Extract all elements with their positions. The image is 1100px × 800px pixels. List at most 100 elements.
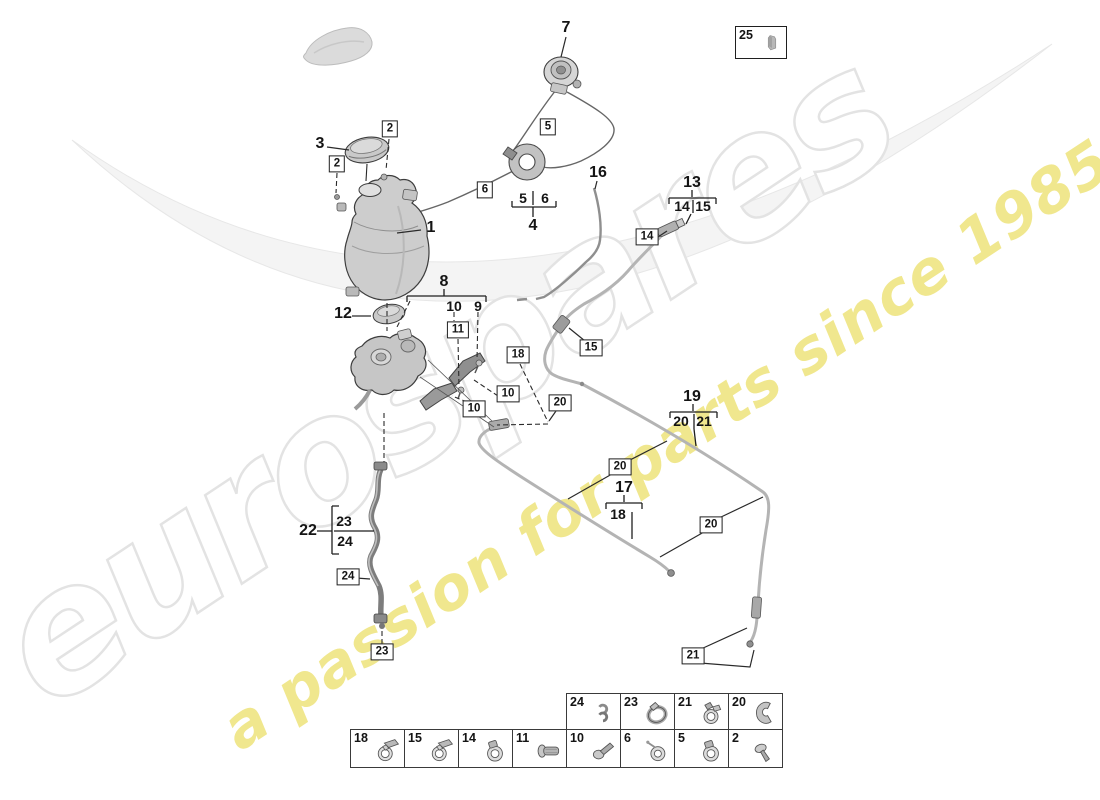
washer-pump xyxy=(350,328,427,411)
washer-pipe-19 xyxy=(579,381,771,648)
legend-cell-14[interactable]: 14 xyxy=(458,729,513,768)
part-ref-box-18-7[interactable]: 18 xyxy=(506,346,530,364)
part-label-20-15[interactable]: 20 xyxy=(673,413,689,429)
part-ref-box-10-9[interactable]: 10 xyxy=(462,400,486,418)
part-label-17-17[interactable]: 17 xyxy=(615,479,633,496)
legend-cell-number: 14 xyxy=(462,731,476,745)
part-ref-box-20-11[interactable]: 20 xyxy=(608,458,632,476)
part-ref-box-20-10[interactable]: 20 xyxy=(548,394,572,412)
part-ref-box-21-15[interactable]: 21 xyxy=(681,647,705,665)
part-ref-box-11-6[interactable]: 11 xyxy=(446,321,470,339)
filler-hose-22 xyxy=(367,461,388,629)
part-label-8-8[interactable]: 8 xyxy=(439,273,449,290)
part-ref-box-23-14[interactable]: 23 xyxy=(370,643,394,661)
part-ref-box-10-8[interactable]: 10 xyxy=(496,385,520,403)
band-clamp-icon xyxy=(644,700,670,727)
legend-cell-6[interactable]: 6 xyxy=(620,729,675,768)
pan-screw-icon xyxy=(537,744,560,758)
legend-cell-21[interactable]: 21 xyxy=(674,693,729,730)
part-ref-box-2-1[interactable]: 2 xyxy=(328,155,346,173)
pump-brackets xyxy=(419,352,486,411)
dashed-leaders xyxy=(335,138,549,644)
legend-cell-number: 6 xyxy=(624,731,631,745)
sensor-7 xyxy=(543,56,582,95)
holder-clip-icon xyxy=(755,701,772,724)
leader-lines xyxy=(326,36,764,668)
legend-cell-number: 21 xyxy=(678,695,692,709)
screw-2a xyxy=(380,173,388,181)
part-label-3-1[interactable]: 3 xyxy=(315,135,325,152)
part-ref-box-24-13[interactable]: 24 xyxy=(336,568,360,586)
legend-cell-5[interactable]: 5 xyxy=(674,729,729,768)
part-ref-box-14-4[interactable]: 14 xyxy=(635,228,659,246)
part-label-16-3[interactable]: 16 xyxy=(589,164,607,181)
part-ref-box-5-2[interactable]: 5 xyxy=(539,118,557,136)
lever-clamp-icon xyxy=(645,739,666,762)
part-label-9-10[interactable]: 9 xyxy=(474,298,482,314)
part-label-5-5[interactable]: 5 xyxy=(519,190,527,206)
fasteners-legend: 24 23 21 20 18 15 14 11 10 6 5 2 xyxy=(350,693,783,768)
part-label-18-18[interactable]: 18 xyxy=(610,506,626,522)
part-label-13-4[interactable]: 13 xyxy=(683,174,701,191)
fluid-bottle-icon xyxy=(767,35,777,51)
pipe-connector-13 xyxy=(656,217,686,238)
tab-clamp-icon xyxy=(703,702,722,724)
legend-cell-number: 15 xyxy=(408,731,422,745)
part-label-6-6[interactable]: 6 xyxy=(541,190,549,206)
car-silhouette xyxy=(303,27,373,66)
part-ref-box-15-5[interactable]: 15 xyxy=(579,339,603,357)
legend-cell-number: 2 xyxy=(732,731,739,745)
part-label-14-11[interactable]: 14 xyxy=(674,198,690,214)
legend-cell-18[interactable]: 18 xyxy=(350,729,405,768)
legend-cell-number: 18 xyxy=(354,731,368,745)
part-ref-box-25[interactable]: 25 xyxy=(735,26,787,59)
part-ref-box-2-0[interactable]: 2 xyxy=(381,120,399,138)
group-brackets xyxy=(317,190,718,555)
legend-cell-number: 5 xyxy=(678,731,685,745)
part-label-24-21[interactable]: 24 xyxy=(337,533,353,549)
legend-cell-10[interactable]: 10 xyxy=(566,729,621,768)
ring-clamp-icon xyxy=(487,739,503,762)
part-label-19-14[interactable]: 19 xyxy=(683,388,701,405)
part-ref-box-6-3[interactable]: 6 xyxy=(476,181,494,199)
round-screw-icon xyxy=(592,742,614,760)
part-label-7-0[interactable]: 7 xyxy=(561,19,571,36)
legend-cell-number: 10 xyxy=(570,731,584,745)
legend-cell-number: 23 xyxy=(624,695,638,709)
legend-cell-20[interactable]: 20 xyxy=(728,693,783,730)
legend-cell-number: 24 xyxy=(570,695,584,709)
ref-box-number: 25 xyxy=(739,28,753,42)
legend-cell-24[interactable]: 24 xyxy=(566,693,621,730)
hose-coil-4 xyxy=(502,143,546,181)
washer-pipe-13 xyxy=(543,217,686,386)
legend-cell-23[interactable]: 23 xyxy=(620,693,675,730)
screw-2b xyxy=(334,194,340,200)
legend-cell-15[interactable]: 15 xyxy=(404,729,459,768)
legend-cell-2[interactable]: 2 xyxy=(728,729,783,768)
bracket-clamp-icon xyxy=(431,739,453,762)
part-label-23-20[interactable]: 23 xyxy=(336,513,352,529)
pump-cap-12 xyxy=(372,303,406,325)
pipe-sleeve-15 xyxy=(552,315,571,334)
part-ref-box-20-12[interactable]: 20 xyxy=(699,516,723,534)
part-label-1-2[interactable]: 1 xyxy=(426,219,436,236)
legend-cell-number: 11 xyxy=(516,731,530,745)
ring-clamp-icon xyxy=(703,739,719,762)
part-label-21-16[interactable]: 21 xyxy=(696,413,712,429)
legend-cell-number: 20 xyxy=(732,695,746,709)
part-label-15-12[interactable]: 15 xyxy=(695,198,711,214)
washer-reservoir xyxy=(334,173,430,301)
part-label-10-9[interactable]: 10 xyxy=(446,298,462,314)
part-label-22-19[interactable]: 22 xyxy=(299,522,317,539)
part-label-4-7[interactable]: 4 xyxy=(528,217,538,234)
legend-row-1: 24 23 21 20 xyxy=(566,693,783,730)
bracket-clamp-icon xyxy=(377,739,399,762)
washer-pipe-16 xyxy=(516,187,602,302)
reservoir-cap-3 xyxy=(344,136,390,164)
legend-row-2: 18 15 14 11 10 6 5 2 xyxy=(350,729,783,768)
tap-screw-icon xyxy=(753,742,770,762)
legend-cell-11[interactable]: 11 xyxy=(512,729,567,768)
double-clip-icon xyxy=(598,703,609,723)
part-label-12-13[interactable]: 12 xyxy=(334,305,352,322)
